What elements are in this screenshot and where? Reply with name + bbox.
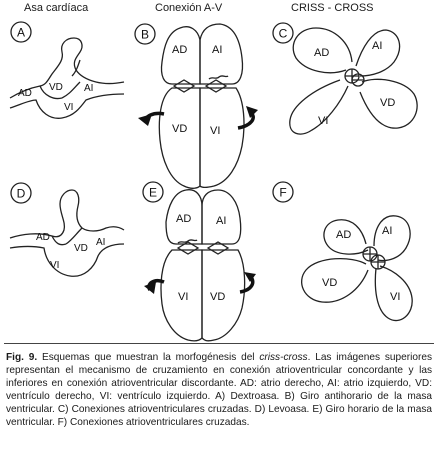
panel-b-label-vi: VI	[210, 125, 220, 137]
caption-italic-term: criss-cross	[259, 352, 308, 363]
figure-diagrams: A AD VD AI VI B	[9, 21, 418, 342]
panel-a-heart-tube	[9, 37, 125, 119]
panel-f-label-vd: VD	[322, 277, 337, 289]
panel-e-label-ad: AD	[176, 213, 191, 225]
panel-a-label-vi: VI	[64, 102, 73, 113]
panel-b: B AD AI VD VI	[134, 23, 258, 189]
panel-e-letter: E	[149, 186, 157, 200]
caption-label: Fig. 9.	[6, 352, 38, 363]
panel-d-label-ai: AI	[96, 237, 105, 248]
panel-b-label-ai: AI	[212, 44, 222, 56]
panel-e-label-vi: VI	[178, 291, 188, 303]
panel-e-label-vd: VD	[210, 291, 225, 303]
panel-b-label-vd: VD	[172, 123, 187, 135]
panel-c-label-vi: VI	[318, 115, 328, 127]
panel-b-letter: B	[141, 28, 149, 42]
panel-f-letter-circle: F	[272, 181, 294, 203]
panel-e-heart	[160, 189, 246, 342]
panel-f-label-ai: AI	[382, 225, 392, 237]
panel-b-letter-circle: B	[134, 23, 156, 45]
panel-b-rotation-arrows	[138, 106, 258, 130]
panel-a-label-vd: VD	[49, 82, 63, 93]
panel-f: F AD AI VD VI	[272, 181, 413, 322]
panel-c-label-vd: VD	[380, 97, 395, 109]
panel-c-letter: C	[279, 27, 288, 41]
panel-c-label-ad: AD	[314, 47, 329, 59]
panel-d-letter-circle: D	[10, 182, 32, 204]
header-asa-cardiaca: Asa cardíaca	[24, 2, 89, 14]
panel-d-heart-tube	[9, 189, 125, 277]
panel-d-label-ad: AD	[36, 232, 50, 243]
panel-e: E AD AI VI VD	[142, 181, 256, 342]
caption-text-part1: Esquemas que muestran la morfogénesis de…	[37, 352, 260, 363]
panel-c-label-ai: AI	[372, 40, 382, 52]
panel-f-heart	[301, 215, 413, 322]
header-criss-cross: CRISS - CROSS	[291, 2, 374, 14]
caption-text-part2: . Las imágenes superiores representan el…	[6, 352, 432, 428]
panel-a: A AD VD AI VI	[9, 21, 125, 119]
panel-a-label-ad: AD	[18, 88, 32, 99]
panel-e-letter-circle: E	[142, 181, 164, 203]
header-conexion-av: Conexión A-V	[155, 2, 223, 14]
panel-c-heart	[289, 27, 418, 135]
panel-a-label-ai: AI	[84, 83, 93, 94]
panel-f-label-vi: VI	[390, 291, 400, 303]
panel-a-letter: A	[17, 26, 25, 40]
panel-c-letter-circle: C	[272, 22, 294, 44]
panel-e-label-ai: AI	[216, 215, 226, 227]
panel-d: D AD VD AI VI	[9, 182, 125, 277]
figure-caption: Fig. 9. Esquemas que muestran la morfogé…	[6, 351, 432, 429]
panel-f-letter: F	[279, 186, 286, 200]
panel-d-label-vi: VI	[50, 260, 59, 271]
panel-f-label-ad: AD	[336, 229, 351, 241]
caption-separator	[4, 343, 434, 344]
panel-d-label-vd: VD	[74, 243, 88, 254]
panel-c: C AD AI VD VI	[272, 22, 418, 135]
panel-e-rotation-arrows	[144, 272, 256, 294]
panel-a-letter-circle: A	[10, 21, 32, 43]
panel-b-label-ad: AD	[172, 44, 187, 56]
panel-d-letter: D	[17, 187, 26, 201]
